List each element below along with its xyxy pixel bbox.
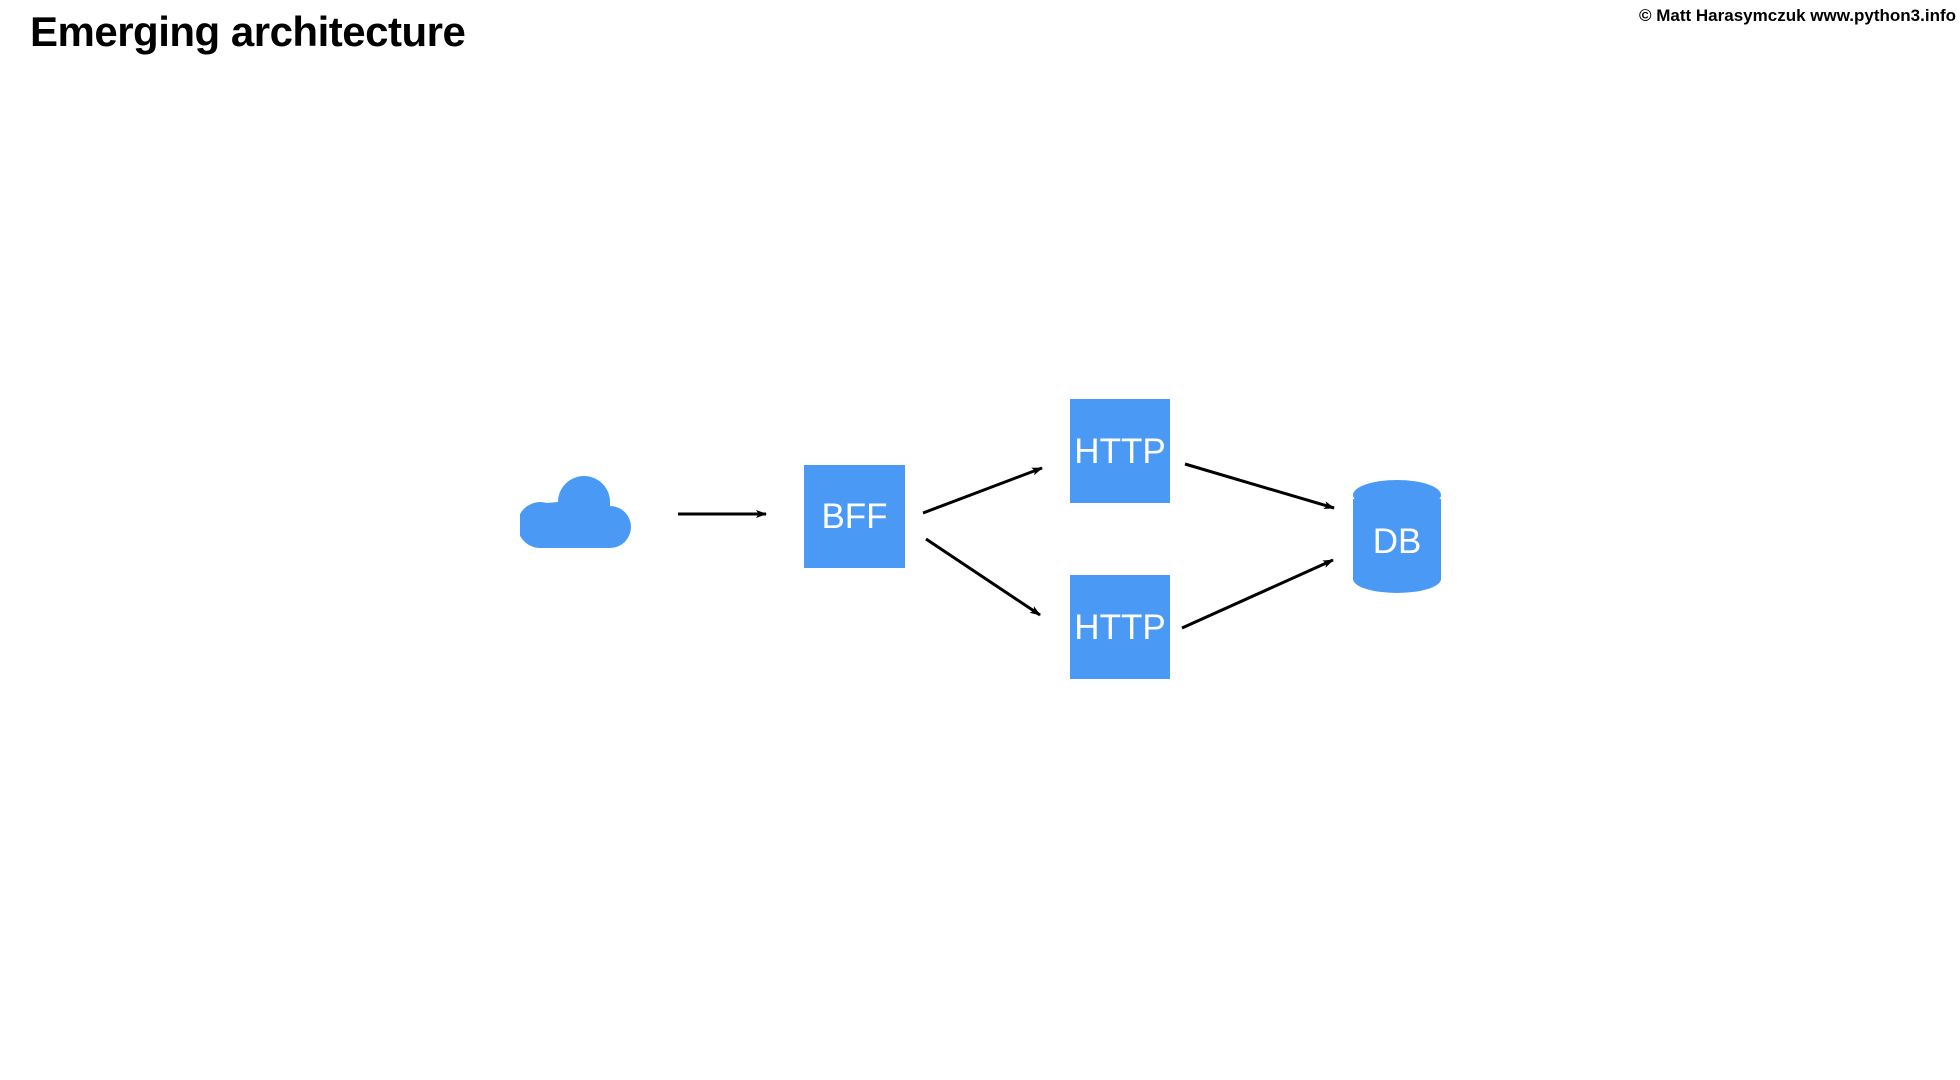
page-title: Emerging architecture [30, 8, 466, 55]
database-cylinder-icon [1353, 480, 1441, 593]
copyright-notice: © Matt Harasymczuk www.python3.info [1639, 6, 1956, 25]
http-node-1-label: HTTP [1074, 431, 1166, 471]
edge-http-1-to-db [1184, 462, 1335, 510]
db-node-label: DB [1372, 522, 1422, 561]
edge-bff-to-http-1 [922, 466, 1043, 515]
http-node-2[interactable]: HTTP [1070, 575, 1170, 679]
cloud-node[interactable] [520, 472, 642, 548]
db-node[interactable]: DB [1353, 476, 1441, 593]
bff-node[interactable]: BFF [804, 465, 905, 568]
http-node-2-label: HTTP [1074, 607, 1166, 647]
cloud-icon [520, 476, 631, 548]
edge-bff-to-http-2 [925, 537, 1041, 617]
edge-http-2-to-db [1181, 558, 1334, 630]
bff-node-label: BFF [821, 497, 888, 536]
http-node-1[interactable]: HTTP [1070, 399, 1170, 503]
